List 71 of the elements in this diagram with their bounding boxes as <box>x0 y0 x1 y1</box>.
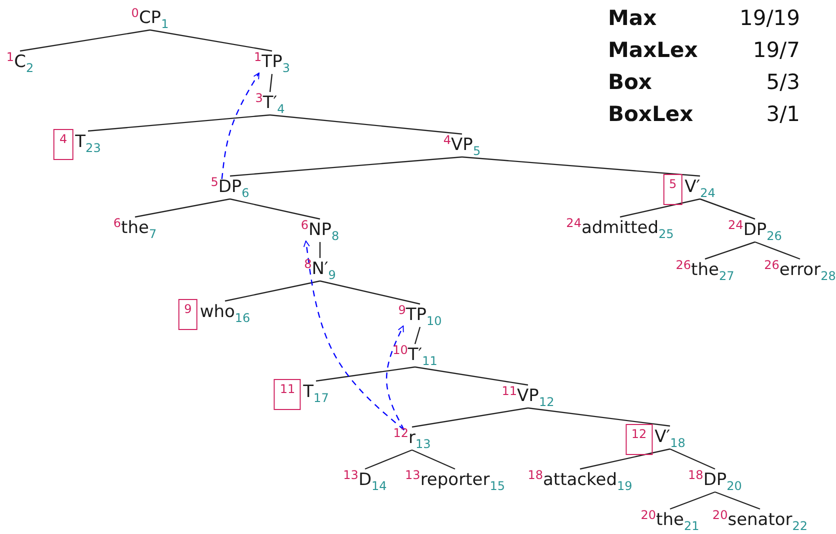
boxed-index-number: 12 <box>625 424 653 455</box>
metric-value: 19/19 <box>739 6 800 30</box>
tree-branch-line <box>319 242 321 258</box>
tree-branch-line <box>270 114 462 135</box>
tree-branch-line <box>224 280 320 302</box>
tree-node-label: $^{1}$TP$_{3}$ <box>254 52 290 72</box>
tree-branch-line <box>88 114 270 132</box>
metric-name: Max <box>608 6 657 30</box>
movement-arrow <box>303 240 404 430</box>
tree-node-label: $^{26}$the$_{27}$ <box>676 260 734 280</box>
tree-branch-line <box>20 29 150 52</box>
tree-node-label: $^{11}$VP$_{12}$ <box>502 386 554 406</box>
tree-branch-line <box>714 491 760 510</box>
metric-name: MaxLex <box>608 38 698 62</box>
boxed-index-number: 4 <box>54 129 74 160</box>
tree-node-label: $^{3}$T′$_{4}$ <box>255 93 285 113</box>
tree-branch-line <box>364 449 412 470</box>
tree-branch-line <box>150 29 272 52</box>
boxed-index-number: 5 <box>662 174 683 205</box>
tree-branch-line <box>620 198 700 218</box>
boxed-index-number: 11 <box>274 379 302 410</box>
tree-branch-line <box>700 198 756 220</box>
tree-node-label: $^{6}$NP$_{8}$ <box>300 220 340 240</box>
tree-node-label: $^{12}$r$_{13}$ <box>393 428 431 448</box>
tree-branch-line <box>670 448 716 470</box>
tree-node-label: $^{0}$CP$_{1}$ <box>131 8 169 28</box>
tree-node-label: $^{18}$attacked$_{19}$ <box>528 470 632 490</box>
tree-node-label: $^{4}$VP$_{5}$ <box>443 135 481 155</box>
tree-node-label: $^{8}$N′$_{9}$ <box>304 259 336 279</box>
movement-arrow <box>386 326 405 430</box>
tree-branch-line <box>670 491 716 510</box>
metric-value: 5/3 <box>766 70 800 94</box>
tree-node-label: V′$_{24}$ <box>684 177 716 197</box>
tree-node-label: $^{13}$reporter$_{15}$ <box>405 470 505 490</box>
tree-branch-line <box>414 326 421 344</box>
metric-value: 19/7 <box>752 38 800 62</box>
tree-node-label: T$_{23}$ <box>75 132 101 152</box>
tree-branch-line <box>230 156 462 177</box>
tree-node-label: T$_{17}$ <box>303 382 329 402</box>
tree-node-label: $^{18}$DP$_{20}$ <box>688 470 742 490</box>
tree-branch-line <box>704 241 756 260</box>
tree-branch-line <box>462 156 700 177</box>
metric-name: BoxLex <box>608 102 694 126</box>
tree-node-label: $^{6}$the$_{7}$ <box>113 218 157 238</box>
metric-value: 3/1 <box>766 102 800 126</box>
tree-branch-line <box>412 407 528 428</box>
tree-node-label: $^{13}$D$_{14}$ <box>343 470 387 490</box>
tree-node-label: $^{20}$senator$_{22}$ <box>712 510 808 530</box>
tree-branch-line <box>134 198 230 218</box>
tree-node-label: $^{24}$DP$_{26}$ <box>728 220 782 240</box>
tree-node-label: $^{1}$C$_{2}$ <box>6 52 34 72</box>
tree-branch-line <box>316 366 416 382</box>
tree-node-label: $^{24}$admitted$_{25}$ <box>566 218 674 238</box>
tree-node-label: $^{9}$TP$_{10}$ <box>398 305 442 325</box>
tree-branch-line <box>754 241 800 260</box>
tree-branch-line <box>230 198 320 220</box>
tree-node-label: $^{26}$error$_{28}$ <box>764 260 836 280</box>
movement-arrow <box>221 72 260 180</box>
tree-node-label: V′$_{18}$ <box>654 427 686 447</box>
tree-branch-line <box>269 74 273 92</box>
tree-node-label: $^{10}$T′$_{11}$ <box>392 345 438 365</box>
tree-node-label: who$_{16}$ <box>200 302 250 322</box>
tree-node-label: $^{5}$DP$_{6}$ <box>210 177 250 197</box>
tree-node-label: $^{20}$the$_{21}$ <box>640 510 700 530</box>
tree-branch-line <box>412 449 456 470</box>
tree-branch-line <box>528 407 670 427</box>
tree-branch-line <box>320 280 420 305</box>
tree-branch-line <box>414 366 528 386</box>
tree-branch-line <box>580 448 670 470</box>
metric-name: Box <box>608 70 652 94</box>
boxed-index-number: 9 <box>178 299 198 330</box>
